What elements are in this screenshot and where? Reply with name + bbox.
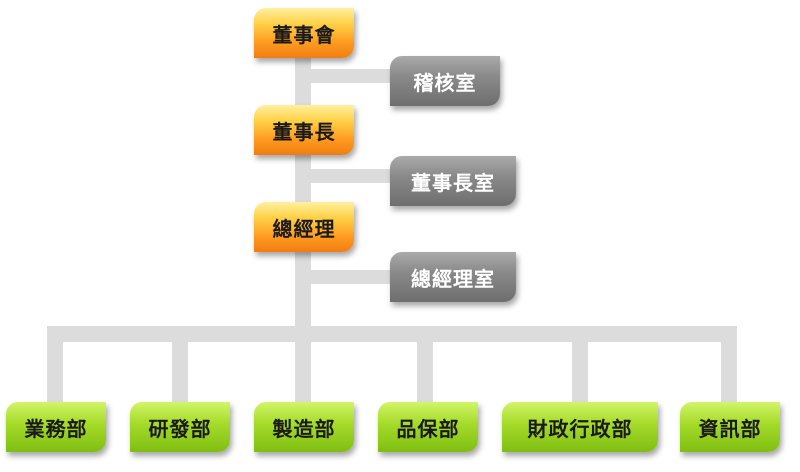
drop-finance-admin — [572, 326, 588, 406]
drop-manufacturing — [295, 326, 311, 406]
president-box: 總經理 — [254, 202, 354, 252]
dept-it-box: 資訊部 — [680, 402, 780, 452]
chairman-office-box: 董事長室 — [390, 156, 516, 206]
department-bus — [47, 326, 737, 342]
branch-audit — [303, 69, 393, 83]
drop-rd — [172, 326, 188, 406]
drop-it — [721, 326, 737, 406]
drop-qa — [417, 326, 433, 406]
dept-finance-admin-box: 財政行政部 — [502, 402, 658, 452]
chairman-box: 董事長 — [254, 105, 354, 155]
branch-chairman-office — [303, 169, 393, 183]
dept-sales-box: 業務部 — [6, 402, 106, 452]
audit-office-box: 稽核室 — [390, 56, 500, 106]
president-office-box: 總經理室 — [390, 252, 516, 302]
drop-sales — [47, 326, 63, 406]
dept-qa-box: 品保部 — [378, 402, 478, 452]
board-box: 董事會 — [254, 8, 354, 58]
dept-manufacturing-box: 製造部 — [254, 402, 354, 452]
dept-rd-box: 研發部 — [130, 402, 230, 452]
branch-president-office — [303, 270, 393, 284]
